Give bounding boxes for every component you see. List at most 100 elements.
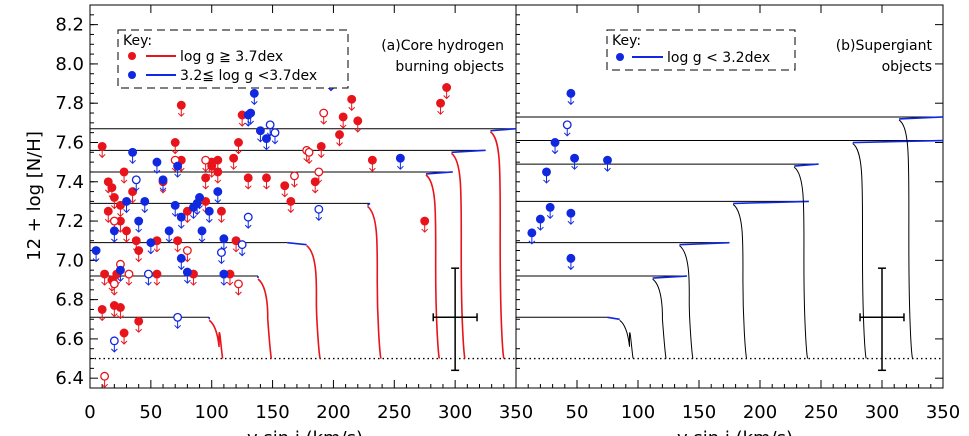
data-point-a-2-15	[182, 267, 192, 277]
legend-b-label-0: log g < 3.2dex	[667, 50, 770, 66]
upper-limit-arrow-a-0-12	[101, 278, 108, 286]
y-tick-label-9: 8.2	[55, 15, 84, 36]
data-point-a-0-24	[173, 236, 183, 246]
upper-limit-arrow-a-0-9	[123, 234, 130, 243]
upper-limit-arrow-a-0-42	[263, 181, 270, 190]
data-point-b-0-5	[566, 208, 576, 218]
upper-limit-arrow-a-2-0	[92, 254, 100, 263]
data-point-a-0-48	[338, 112, 348, 122]
panel-b-frame	[515, 4, 944, 389]
upper-limit-arrow-a-0-44	[287, 205, 295, 214]
x-tick-label-a-1: 50	[139, 402, 162, 423]
data-point-a-0-38	[231, 236, 241, 246]
y-tick-label-7: 7.8	[55, 93, 84, 114]
legend-b-marker-0	[616, 53, 624, 61]
upper-limit-arrow-a-0-39	[235, 146, 242, 155]
data-point-a-0-53	[436, 98, 445, 108]
x-tick-label-a-0: 0	[84, 402, 95, 423]
y-tick-label-8: 8.0	[55, 54, 84, 75]
y-axis-label: 12 + log [N/H]	[24, 131, 45, 261]
legend-b: Key: log g < 3.2dex	[606, 29, 796, 71]
track-shelf-blue-a-5	[451, 149, 486, 154]
x-tick-label-b-6: 350	[926, 402, 960, 423]
data-point-a-3-1	[131, 175, 141, 185]
upper-limit-arrow-a-0-26	[177, 109, 185, 117]
data-point-a-3-0	[109, 336, 119, 346]
upper-limit-arrow-a-2-6	[141, 205, 149, 214]
upper-limit-arrow-a-0-47	[336, 138, 343, 147]
data-point-a-0-54	[442, 83, 452, 92]
data-point-a-0-7	[119, 167, 129, 177]
upper-limit-arrow-a-1-13	[320, 117, 328, 125]
upper-limit-arrow-a-0-52	[421, 225, 429, 233]
data-point-a-0-12	[100, 269, 110, 279]
data-point-a-2-13	[176, 253, 186, 263]
upper-limit-arrow-a-0-54	[443, 91, 450, 100]
track-curve-a-0	[208, 319, 224, 359]
data-point-a-0-20	[152, 269, 162, 279]
upper-limit-arrow-a-3-9	[315, 213, 323, 221]
upper-limit-arrow-a-0-15	[110, 309, 118, 318]
data-point-a-0-29	[201, 196, 211, 206]
upper-limit-arrow-a-0-34	[214, 164, 222, 172]
data-point-a-0-50	[353, 116, 363, 126]
upper-limit-arrow-a-2-2	[117, 274, 124, 282]
data-point-a-0-30	[201, 173, 211, 183]
data-point-a-2-8	[152, 157, 162, 167]
upper-limit-arrow-a-0-16	[117, 311, 124, 320]
data-point-a-2-21	[213, 187, 223, 197]
upper-limit-arrow-a-1-2	[110, 287, 118, 296]
upper-limit-arrow-b-1-0	[563, 128, 571, 137]
data-point-a-0-46	[316, 141, 326, 151]
upper-limit-arrow-a-0-30	[202, 181, 209, 190]
upper-limit-arrow-b-0-1	[537, 223, 544, 231]
y-tick-label-1: 6.6	[55, 329, 84, 350]
data-point-a-0-27	[182, 206, 192, 216]
upper-limit-arrow-a-1-12	[315, 175, 323, 184]
track-shelf-blue-b-5	[852, 139, 944, 144]
data-point-b-0-6	[566, 253, 576, 263]
upper-limit-arrow-a-2-4	[129, 156, 136, 165]
track-curve-a-4	[425, 174, 441, 359]
x-axis-label-a: v sin i (km/s)	[247, 428, 363, 436]
upper-limit-arrow-a-0-50	[354, 124, 362, 133]
x-tick-label-a-3: 150	[255, 402, 289, 423]
data-point-b-0-7	[570, 153, 580, 163]
data-point-a-2-20	[204, 206, 214, 216]
x-tick-label-a-2: 100	[195, 402, 229, 423]
upper-limit-arrow-a-1-11	[305, 156, 313, 165]
track-shelf-blue-b-0	[607, 316, 620, 321]
y-tick-label-2: 6.8	[55, 290, 84, 311]
upper-limit-arrow-a-0-53	[437, 107, 444, 115]
upper-limit-arrow-a-0-41	[244, 181, 252, 190]
upper-limit-arrow-a-3-3	[174, 321, 181, 329]
track-curve-b-6	[898, 119, 913, 359]
upper-limit-arrow-b-0-6	[567, 262, 575, 271]
data-point-b-0-3	[545, 202, 555, 212]
track-curve-a-1	[257, 278, 273, 359]
data-point-a-2-27	[255, 126, 265, 136]
data-point-a-1-8	[234, 279, 243, 289]
data-point-a-0-37	[229, 153, 239, 163]
track-curve-b-5	[852, 143, 867, 359]
upper-limit-arrow-a-0-45	[311, 185, 319, 194]
data-point-b-0-2	[542, 167, 551, 177]
data-point-a-2-19	[197, 226, 207, 236]
data-point-a-0-4	[115, 200, 125, 210]
data-point-a-1-2	[109, 279, 119, 289]
data-point-a-2-0	[91, 246, 101, 255]
upper-limit-arrow-a-0-7	[120, 175, 128, 184]
upper-limit-arrow-a-2-30	[397, 162, 404, 170]
upper-limit-arrow-a-0-27	[184, 215, 191, 223]
data-point-a-0-10	[131, 236, 141, 246]
data-point-a-0-47	[335, 130, 344, 140]
data-point-a-0-16	[115, 303, 125, 312]
upper-limit-arrow-a-2-12	[174, 170, 181, 178]
upper-limit-arrow-a-1-7	[202, 164, 209, 172]
data-point-a-3-5	[237, 240, 247, 250]
data-point-a-0-8	[128, 187, 138, 197]
data-point-a-0-51	[367, 155, 377, 165]
upper-limit-arrow-a-0-40	[238, 118, 246, 127]
data-point-a-2-18	[195, 193, 204, 202]
data-point-a-3-4	[217, 248, 226, 257]
